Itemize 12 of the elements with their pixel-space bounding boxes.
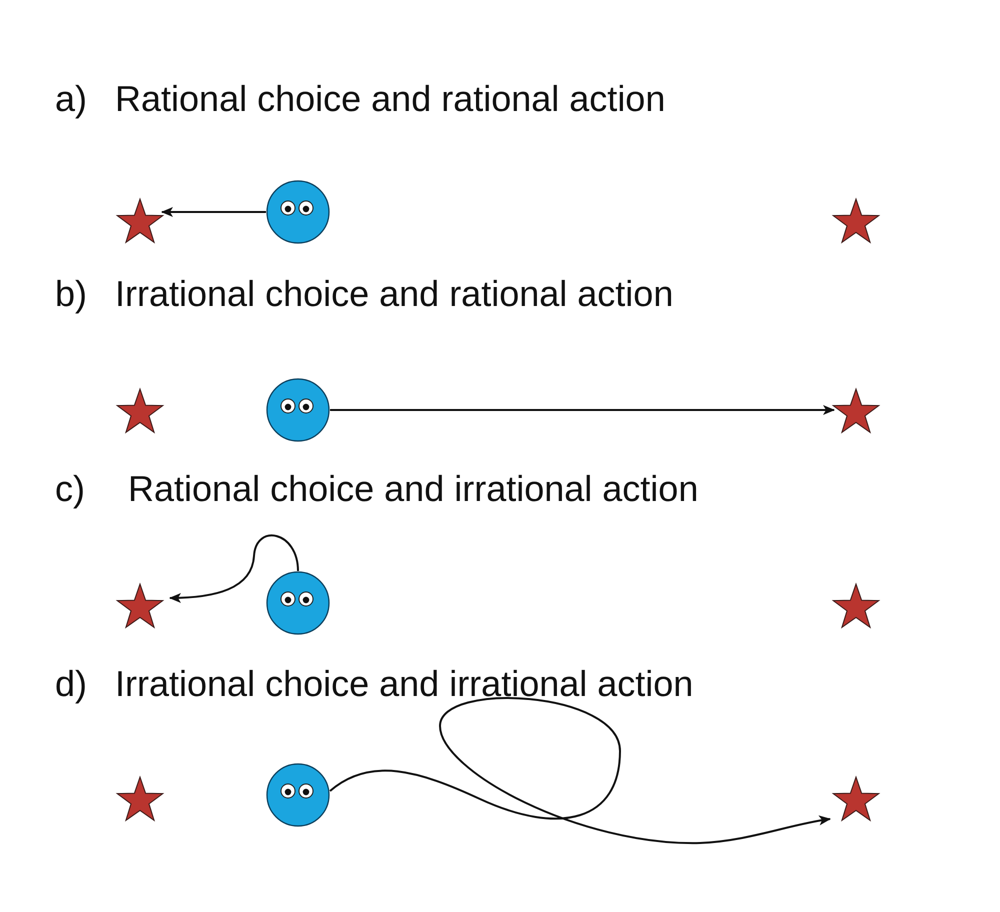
panel-letter: b) xyxy=(55,273,88,315)
arrow xyxy=(169,534,299,603)
panel-letter: d) xyxy=(55,663,88,705)
arrow xyxy=(161,207,266,217)
panel-heading: Irrational choice and rational action xyxy=(115,273,674,315)
panel-heading: Rational choice and rational action xyxy=(115,78,666,120)
panel-letter: c) xyxy=(55,468,85,510)
panel-letter: a) xyxy=(55,78,88,120)
arrow xyxy=(330,405,835,415)
panel-heading: Rational choice and irrational action xyxy=(128,468,698,510)
panel-heading: Irrational choice and irrational action xyxy=(115,663,694,705)
arrow xyxy=(329,697,831,844)
